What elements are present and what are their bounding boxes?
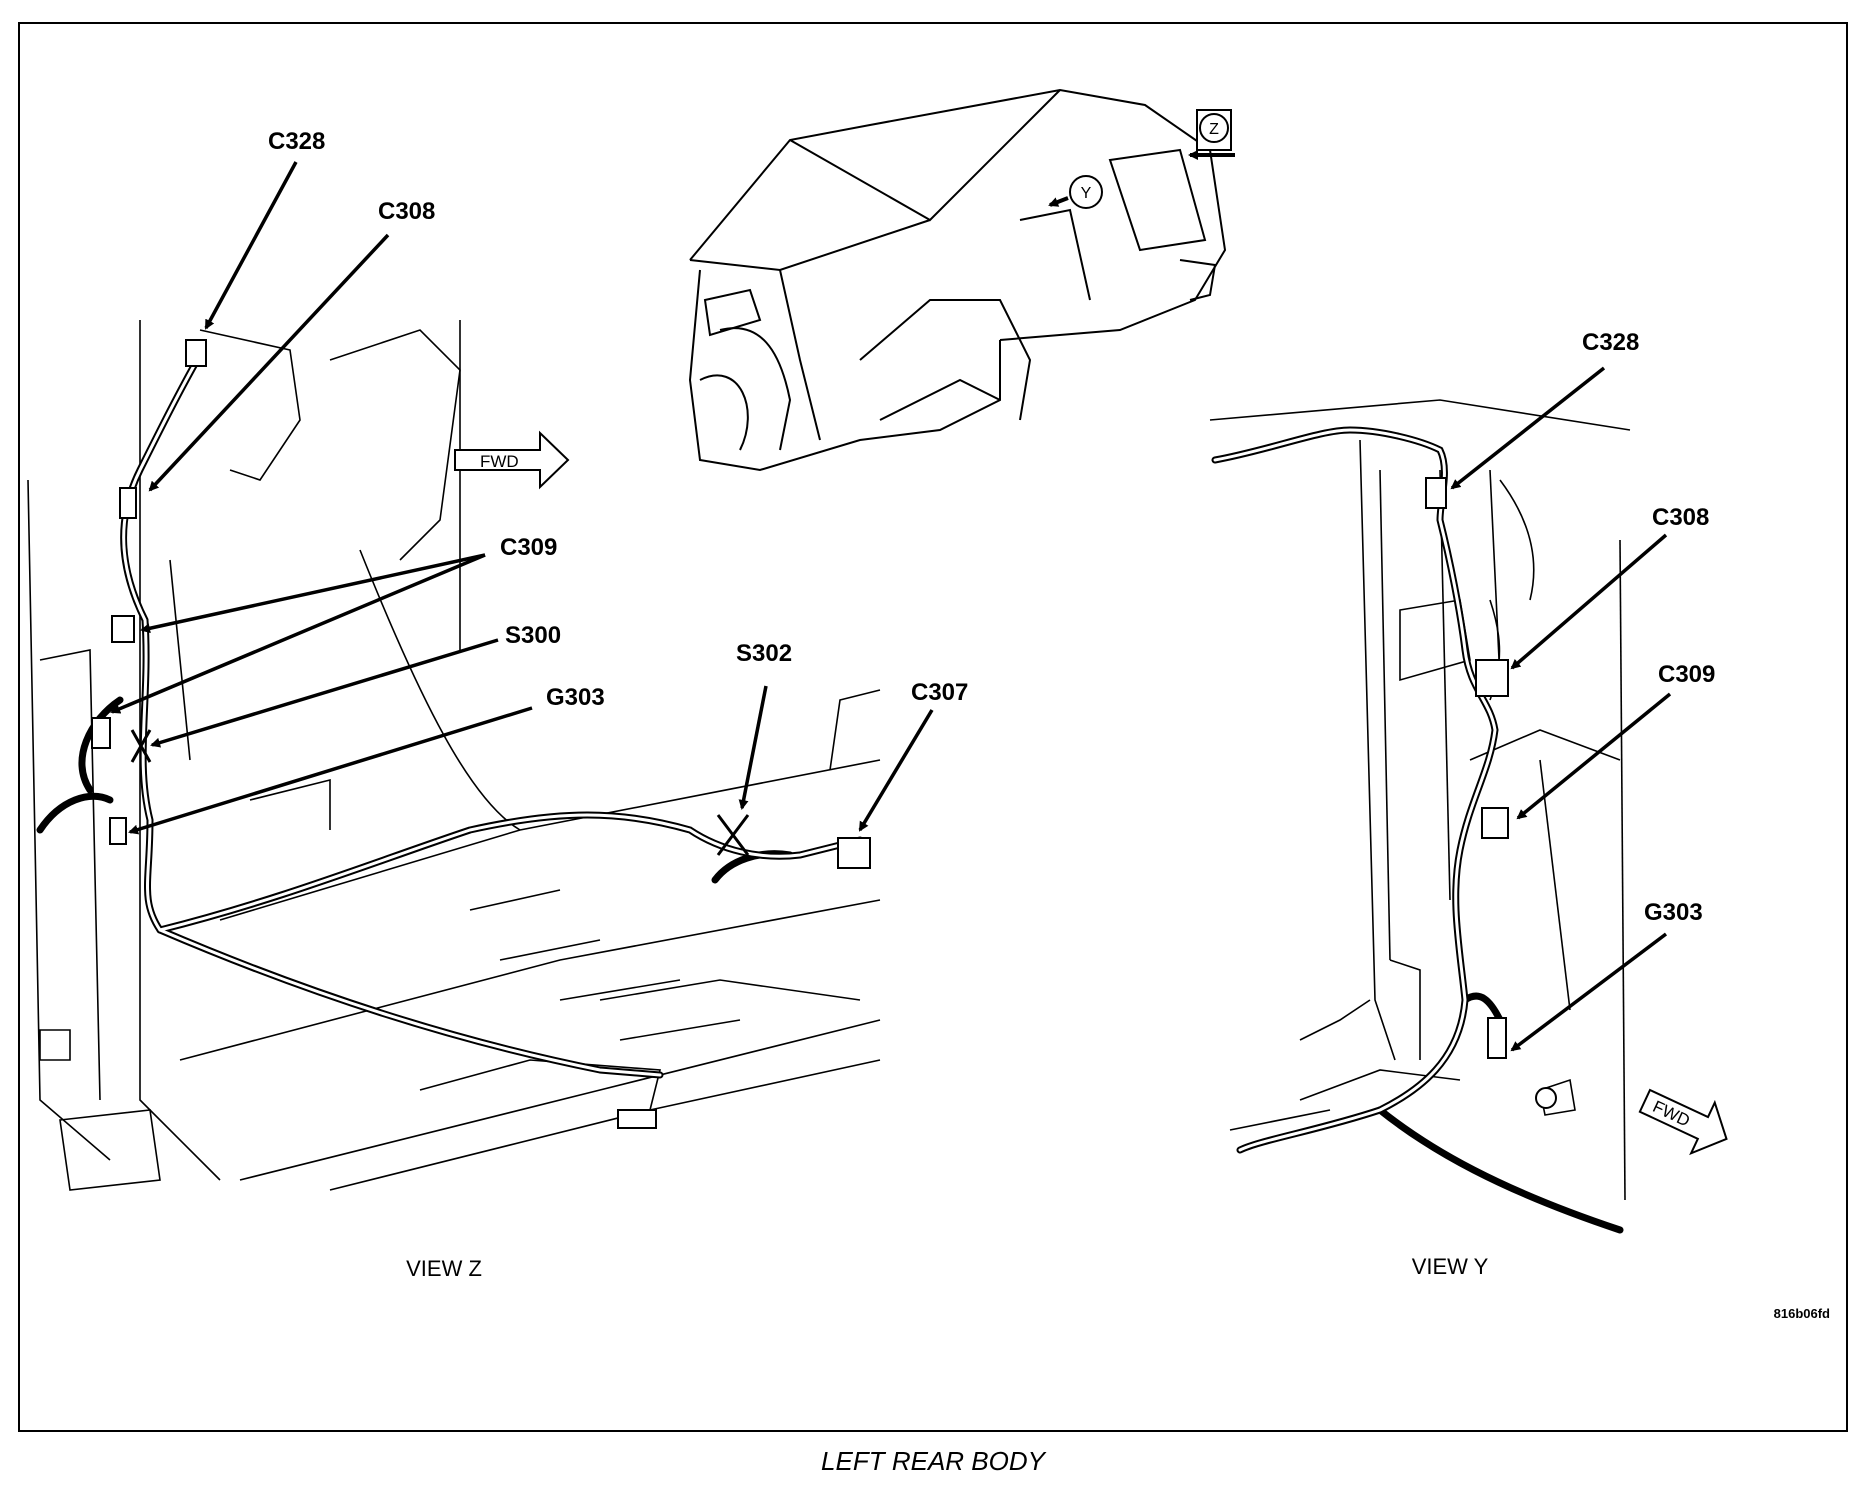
connector-y-c328-body bbox=[1425, 477, 1447, 509]
callout-y-c308: C308 bbox=[1652, 504, 1709, 531]
view-y-leader-lines bbox=[1450, 366, 1672, 1052]
view-z-leader-lines bbox=[110, 161, 934, 835]
harness-end-body bbox=[617, 1109, 657, 1129]
view-z-label: VIEW Z bbox=[406, 1256, 482, 1281]
view-z-indicator: Z bbox=[1188, 109, 1235, 160]
callout-y-c328: C328 bbox=[1582, 329, 1639, 356]
leader-c308 bbox=[148, 233, 390, 492]
view-y-harness-inner bbox=[1213, 428, 1497, 1152]
leader-y-c309 bbox=[1516, 692, 1672, 820]
leader-c309-b bbox=[110, 553, 486, 714]
leader-s302 bbox=[738, 685, 768, 810]
figure-ref: 816b06fd bbox=[1774, 1306, 1830, 1321]
callout-y-c309: C309 bbox=[1658, 661, 1715, 688]
figure-frame bbox=[18, 22, 1848, 1432]
view-z-callouts: C328 C308 C309 S300 G303 S302 C307 bbox=[268, 128, 968, 711]
connector-c307-body bbox=[837, 837, 871, 869]
view-y-connectors bbox=[1425, 477, 1557, 1109]
vehicle-overview bbox=[688, 88, 1227, 472]
view-y-label: VIEW Y bbox=[1412, 1254, 1489, 1279]
callout-z-c307: C307 bbox=[911, 679, 968, 706]
leader-y-g303 bbox=[1510, 932, 1668, 1052]
leader-c328 bbox=[204, 161, 298, 330]
leader-y-c328 bbox=[1450, 366, 1606, 490]
callout-z-c309: C309 bbox=[500, 534, 557, 561]
connector-y-c308-body bbox=[1475, 659, 1509, 697]
callout-y-g303: G303 bbox=[1644, 899, 1703, 926]
ground-bolt bbox=[1535, 1087, 1557, 1109]
view-y-callouts: C328 C308 C309 G303 bbox=[1582, 329, 1715, 926]
connector-c309-lower-body bbox=[91, 717, 111, 749]
callout-z-c328: C328 bbox=[268, 128, 325, 155]
connector-c309-upper-body bbox=[111, 615, 135, 643]
view-z-connectors bbox=[91, 339, 871, 1129]
ground-g303-body bbox=[109, 817, 127, 845]
view-z-fwd-text: FWD bbox=[480, 452, 519, 471]
leader-c307 bbox=[858, 709, 934, 832]
view-y-body bbox=[1209, 399, 1631, 1201]
connector-c328-body bbox=[185, 339, 207, 367]
connector-y-c309-body bbox=[1481, 807, 1509, 839]
badge-y-text: Y bbox=[1081, 185, 1092, 202]
view-y-fwd-arrow: FWD bbox=[1638, 1088, 1728, 1156]
callout-z-g303: G303 bbox=[546, 684, 605, 711]
view-y-harness bbox=[1211, 426, 1624, 1234]
leader-g303 bbox=[128, 706, 533, 835]
splice-s300-mark bbox=[130, 729, 152, 763]
view-z-splice-marks bbox=[130, 729, 750, 856]
view-z-harness-inner bbox=[122, 353, 862, 1077]
leader-s300 bbox=[150, 638, 499, 748]
callout-z-s300: S300 bbox=[505, 622, 561, 649]
view-z-body bbox=[27, 320, 881, 1191]
figure-caption: LEFT REAR BODY bbox=[821, 1446, 1045, 1476]
view-y-indicator: Y bbox=[1048, 175, 1103, 209]
view-z-fwd-arrow: FWD bbox=[454, 430, 570, 490]
leader-y-c308 bbox=[1510, 533, 1668, 670]
badge-z-text: Z bbox=[1209, 121, 1219, 138]
callout-z-c308: C308 bbox=[378, 198, 435, 225]
splice-s302-mark bbox=[716, 814, 750, 856]
leader-c309-a bbox=[140, 553, 486, 634]
ground-y-g303-body bbox=[1487, 1017, 1507, 1059]
callout-z-s302: S302 bbox=[736, 640, 792, 667]
connector-c308-body bbox=[119, 487, 137, 519]
view-z-harness bbox=[36, 351, 864, 1079]
